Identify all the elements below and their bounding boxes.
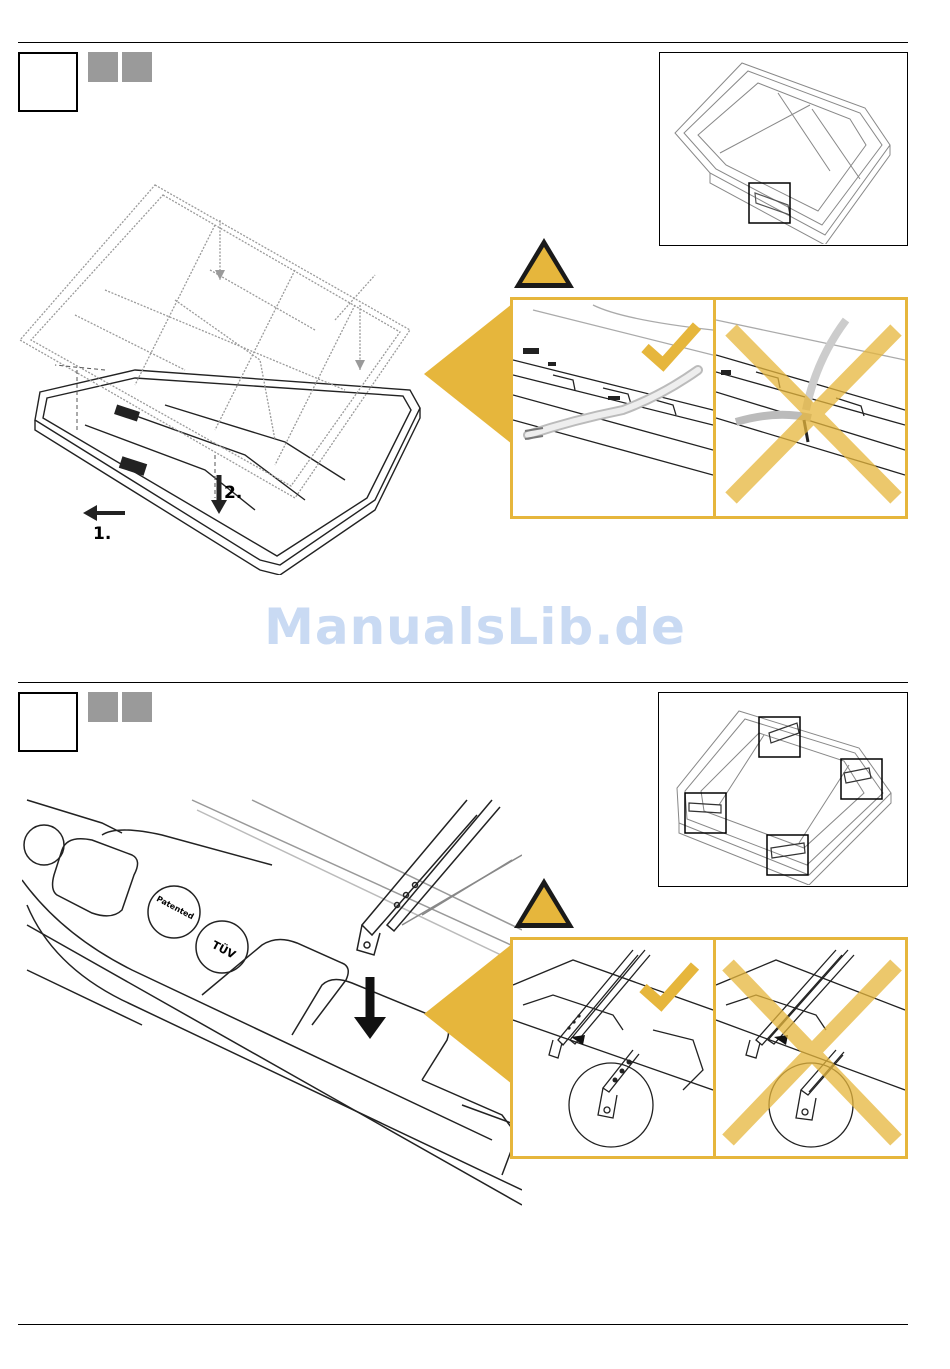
indicator-chip-1a <box>88 52 118 82</box>
overview-thumbnail-2 <box>658 692 908 887</box>
detail-comparison-2 <box>510 937 908 1159</box>
section-rule <box>18 682 908 683</box>
detail-correct-1 <box>513 300 713 516</box>
focus-box-2b <box>841 759 882 799</box>
overview-thumbnail-1 <box>659 52 908 246</box>
detail-wrong-1 <box>716 300 905 516</box>
step-number-box-2 <box>18 692 78 752</box>
step-label-one: 1. <box>93 524 111 544</box>
detail-pointer-2 <box>424 938 514 1088</box>
detail-pointer-1 <box>424 298 514 448</box>
step-number-box-1 <box>18 52 78 112</box>
tuv-badge-text: TÜV <box>210 937 239 961</box>
indicator-chip-2b <box>122 692 152 722</box>
focus-box-2d <box>767 835 808 875</box>
check-icon <box>643 966 695 1004</box>
indicator-chip-1b <box>122 52 152 82</box>
detail-comparison-1 <box>510 297 908 519</box>
bottom-rule <box>18 1324 908 1325</box>
detail-wrong-2 <box>716 940 905 1156</box>
top-rule <box>18 42 908 43</box>
warning-triangle-icon <box>512 876 576 930</box>
patented-badge-text: Patented <box>155 894 196 921</box>
main-illustration-1 <box>15 180 435 575</box>
indicator-chip-2a <box>88 692 118 722</box>
step-label-two: 2. <box>224 483 242 503</box>
watermark: ManualsLib.de <box>0 598 950 656</box>
warning-triangle-icon <box>512 236 576 290</box>
detail-correct-2 <box>513 940 713 1156</box>
